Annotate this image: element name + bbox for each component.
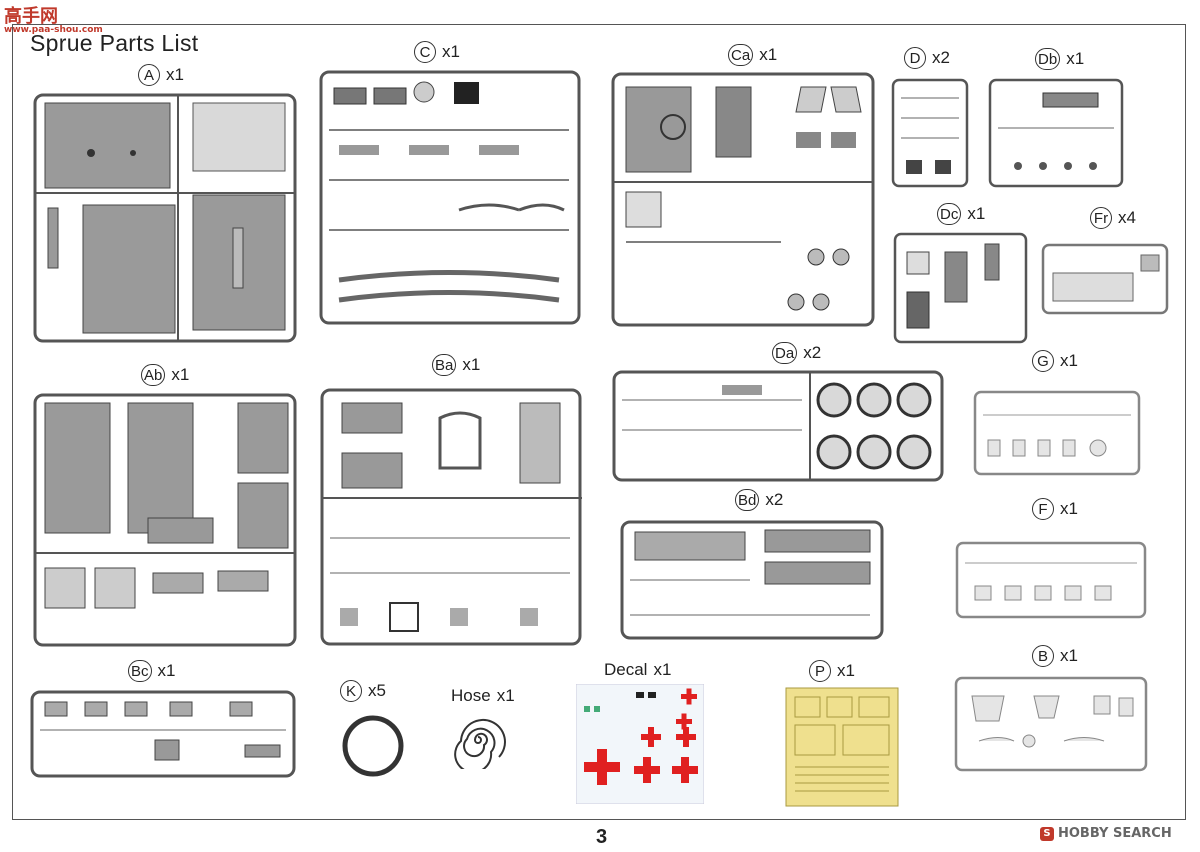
hose-spiral-drawing: [449, 711, 507, 769]
sprue-c-drawing: [319, 70, 581, 325]
watermark-logo: 高手网 www.paa-shou.com: [4, 2, 103, 35]
sprue-ab-drawing: [33, 393, 297, 647]
sprue-dc-drawing: [893, 232, 1028, 344]
sprue-bc-drawing: [30, 690, 296, 778]
sprue-g-drawing: [973, 390, 1141, 476]
page-title: Sprue Parts List: [30, 30, 199, 56]
sprue-da-drawing: [612, 370, 944, 482]
sprue-db-drawing: [988, 78, 1124, 188]
page-frame: [12, 24, 1186, 820]
hobbysearch-text: HOBBY SEARCH: [1058, 826, 1172, 841]
ring-k-drawing: [340, 713, 406, 779]
sprue-bd-drawing: [620, 520, 884, 640]
sprue-ca-drawing: [611, 72, 875, 327]
sprue-a-drawing: [33, 93, 297, 343]
sprue-fr-drawing: [1041, 243, 1169, 315]
hobbysearch-logo-icon: S: [1040, 826, 1054, 841]
hobbysearch-watermark: S HOBBY SEARCH: [1040, 826, 1172, 841]
sprue-d-drawing: [891, 78, 969, 188]
sprue-ba-drawing: [320, 388, 582, 646]
watermark-chars: 高手网: [4, 6, 58, 27]
sprue-p-photoetch-drawing: [785, 687, 899, 807]
sprue-b-drawing: [954, 676, 1148, 772]
decal-sheet-drawing: [576, 684, 704, 804]
page-number: 3: [596, 826, 608, 848]
sprue-f-drawing: [955, 541, 1147, 619]
watermark-url: www.paa-shou.com: [4, 25, 103, 35]
